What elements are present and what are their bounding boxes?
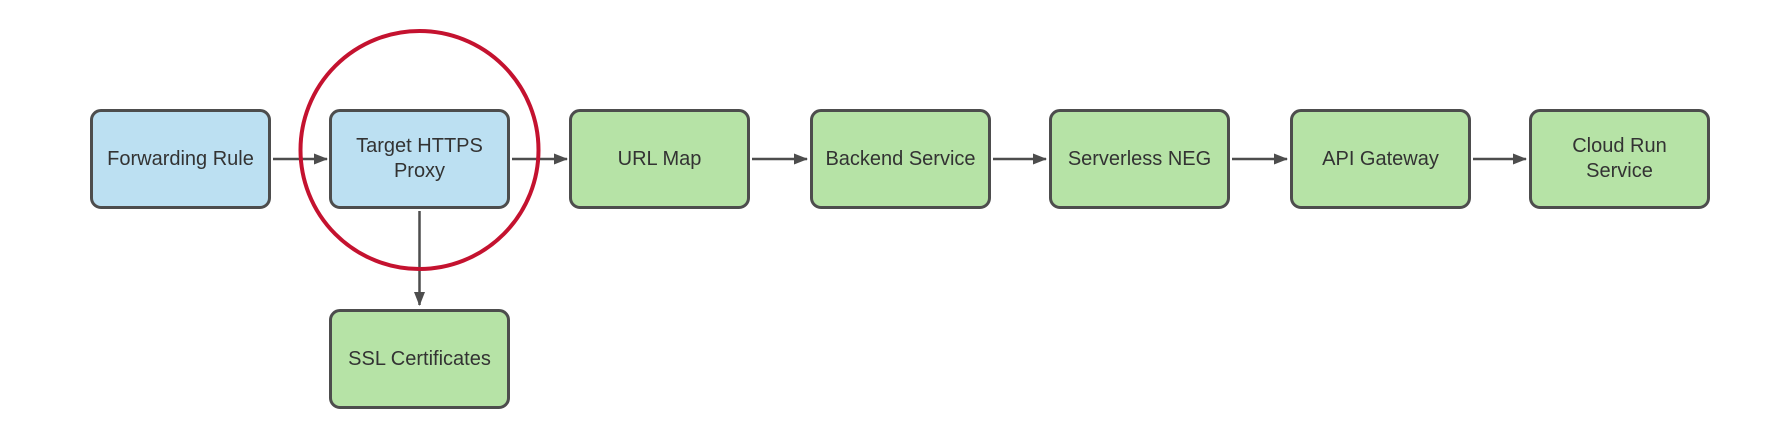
node-serverless-neg: Serverless NEG: [1049, 109, 1230, 209]
node-cloud-run-service: Cloud Run Service: [1529, 109, 1710, 209]
node-label: Forwarding Rule: [107, 147, 254, 170]
node-label: API Gateway: [1322, 147, 1439, 170]
node-api-gateway: API Gateway: [1290, 109, 1471, 209]
node-label: Target HTTPS Proxy: [356, 135, 483, 182]
node-target-https-proxy: Target HTTPS Proxy: [329, 109, 510, 209]
node-label: Cloud Run Service: [1572, 135, 1667, 182]
node-url-map: URL Map: [569, 109, 750, 209]
node-backend-service: Backend Service: [810, 109, 991, 209]
node-label: SSL Certificates: [348, 347, 491, 370]
node-forwarding-rule: Forwarding Rule: [90, 109, 271, 209]
node-label: Serverless NEG: [1067, 147, 1212, 170]
node-label: Backend Service: [825, 147, 976, 170]
node-label: URL Map: [617, 147, 702, 170]
node-ssl-certificates: SSL Certificates: [329, 309, 510, 409]
